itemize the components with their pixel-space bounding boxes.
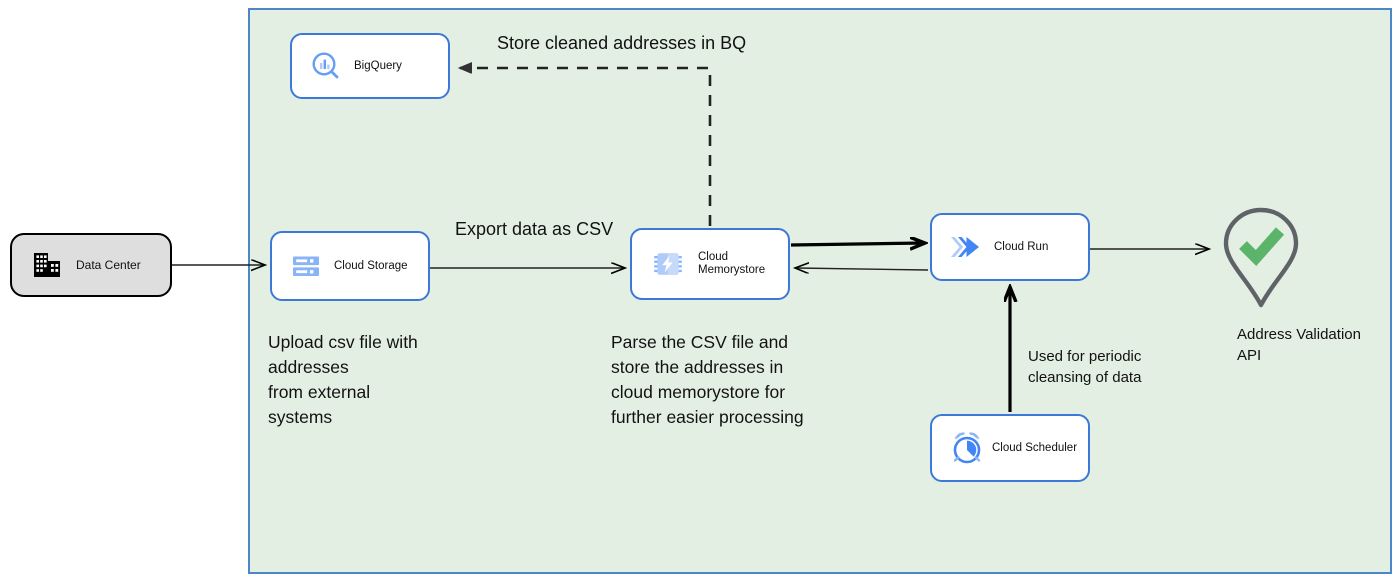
node-bigquery[interactable]: BigQuery (290, 33, 450, 99)
edge-label-store-cleaned-addresses: Store cleaned addresses in BQ (497, 33, 747, 53)
label-address-validation-api: Address Validation API (1237, 326, 1361, 364)
cloud-run-icon (942, 232, 988, 262)
cloud-storage-icon (284, 250, 328, 282)
address-validation-pin-icon (1223, 207, 1299, 308)
node-data-center[interactable]: Data Center (10, 233, 172, 297)
annotation-upload-csv: Upload csv file with addresses from exte… (268, 332, 418, 427)
bigquery-icon (304, 50, 348, 82)
node-cloud-memorystore[interactable]: Cloud Memorystore (630, 228, 790, 300)
node-cloud-storage[interactable]: Cloud Storage (270, 231, 430, 301)
gcp-project-zone (248, 8, 1392, 574)
node-label: Cloud Storage (334, 259, 408, 272)
cloud-scheduler-icon (944, 431, 990, 465)
node-label: Cloud Run (994, 240, 1049, 253)
node-address-validation-api[interactable] (1218, 206, 1304, 310)
node-label: Data Center (76, 257, 141, 272)
node-label: BigQuery (354, 59, 402, 72)
edge-label-periodic-cleansing: Used for periodic cleansing of data (1028, 348, 1142, 386)
edge-label-export-data-as-csv: Export data as CSV (455, 219, 614, 239)
cloud-memorystore-icon (646, 248, 690, 280)
annotation-parse-csv: Parse the CSV file and store the address… (611, 332, 804, 427)
data-center-building-icon (24, 249, 70, 281)
node-cloud-run[interactable]: Cloud Run (930, 213, 1090, 281)
node-label: Cloud Memorystore (698, 251, 766, 276)
node-label: Cloud Scheduler (992, 441, 1078, 454)
node-cloud-scheduler[interactable]: Cloud Scheduler (930, 414, 1090, 482)
